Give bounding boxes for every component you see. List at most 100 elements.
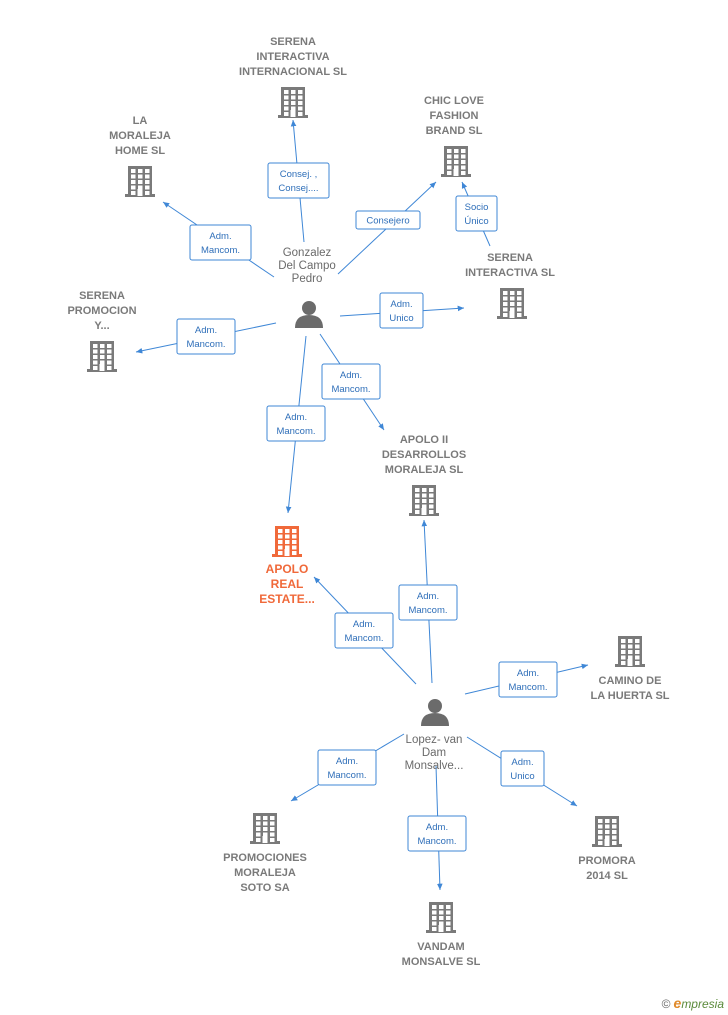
node-label: MORALEJA	[234, 867, 296, 879]
building-icon	[250, 813, 280, 844]
edge-label-text: Unico	[510, 771, 534, 782]
edge-label-box[interactable]	[407, 815, 467, 852]
edge-label-text: Adm.	[195, 325, 217, 336]
node-label: Pedro	[292, 273, 323, 285]
edge-g-serena-int: Adm.Unico	[339, 292, 465, 329]
person-icon	[421, 699, 449, 726]
node-label: Monsalve...	[405, 760, 464, 772]
edge-label-text: Consej. ,	[280, 169, 318, 180]
node-lopez[interactable]: Lopez- vanDamMonsalve...	[405, 699, 464, 772]
edge-label-box[interactable]	[189, 224, 252, 261]
edge-label-text: Único	[464, 216, 488, 227]
edge-label-box[interactable]	[500, 750, 545, 787]
node-label: SOTO SA	[240, 882, 289, 894]
edge-label-text: Adm.	[390, 299, 412, 310]
edge-label-text: Mancom.	[417, 836, 456, 847]
edge-label-box[interactable]	[498, 661, 558, 698]
edge-label-text: Consej....	[278, 183, 318, 194]
node-label: SERENA	[487, 252, 533, 264]
node-label: APOLO	[266, 562, 309, 576]
edge-l-apolo-real: Adm. Mancom.	[313, 576, 417, 685]
empresia-logo-initial: e	[673, 995, 682, 1011]
edge-label-box[interactable]	[321, 363, 381, 400]
node-label: INTERACTIVA SL	[465, 267, 555, 279]
building-icon	[497, 288, 527, 319]
empresia-logo-text: mpresia	[681, 997, 724, 1011]
edge-label-text: Socio	[465, 202, 489, 213]
node-label: BRAND SL	[426, 125, 483, 137]
edge-label-box[interactable]	[355, 210, 421, 230]
node-label: 2014 SL	[586, 870, 628, 882]
edge-label-text: Adm.	[517, 668, 539, 679]
edge-label-box[interactable]	[455, 195, 498, 232]
empresia-watermark: ©empresia	[662, 995, 724, 1011]
edge-g-apolo-ii: Adm.Mancom.	[319, 333, 385, 431]
edge-l-apolo-ii: Adm.Mancom.	[398, 519, 458, 684]
edge-label-text: Consejero	[366, 216, 409, 227]
edge-label-text: Mancom.	[344, 633, 383, 644]
building-icon	[441, 146, 471, 177]
edge-label-text: Adm.	[285, 412, 307, 423]
edge-label-box[interactable]	[266, 405, 326, 442]
edge-g-chic-love: Consejero	[337, 181, 437, 275]
node-label: SERENA	[270, 36, 316, 48]
node-label: MONSALVE SL	[402, 956, 481, 968]
node-label: APOLO II	[400, 434, 448, 446]
building-icon	[409, 485, 439, 516]
node-label: INTERACTIVA	[256, 51, 329, 63]
node-camino[interactable]: CAMINO DE LA HUERTA SL	[590, 636, 670, 702]
edge-label-text: Mancom.	[186, 339, 225, 350]
node-serena-promo[interactable]: SERENAPROMOCIONY...	[67, 290, 137, 372]
edge-label-text: Adm.	[353, 619, 375, 630]
node-promora[interactable]: PROMORA 2014 SL	[578, 816, 636, 882]
edge-l-camino: Adm. Mancom.	[464, 661, 589, 698]
node-label: PROMORA	[578, 855, 636, 867]
edge-label-box[interactable]	[267, 162, 330, 199]
node-label: DESARROLLOS	[382, 449, 466, 461]
building-icon	[592, 816, 622, 847]
node-label: Lopez- van	[406, 734, 463, 746]
building-icon	[87, 341, 117, 372]
person-icon	[295, 301, 323, 328]
node-label: REAL	[271, 577, 304, 591]
building-icon	[278, 87, 308, 118]
edge-g-apolo-real: Adm. Mancom.	[266, 335, 326, 514]
edge-label-box[interactable]	[317, 749, 377, 786]
node-label: Del Campo	[278, 260, 336, 272]
edge-label-box[interactable]	[398, 584, 458, 621]
edge-label-text: Adm.	[340, 370, 362, 381]
copyright-symbol: ©	[661, 997, 671, 1011]
edge-label-box[interactable]	[379, 292, 424, 329]
node-label: CAMINO DE	[599, 675, 662, 687]
edge-l-promora: Adm. Unico	[466, 736, 578, 807]
node-apolo-real[interactable]: APOLOREALESTATE...	[259, 526, 315, 606]
edge-label-text: Mancom.	[508, 682, 547, 693]
node-label: HOME SL	[115, 145, 165, 157]
building-icon	[615, 636, 645, 667]
edge-label-text: Adm.	[209, 231, 231, 242]
node-label: CHIC LOVE	[424, 95, 484, 107]
edge-g-la-moraleja: Adm.Mancom.	[162, 201, 275, 278]
edge-g-serena-promo: Adm. Mancom.	[135, 318, 277, 355]
edge-label-text: Adm.	[417, 591, 439, 602]
building-icon	[426, 902, 456, 933]
edge-label-box[interactable]	[176, 318, 236, 355]
node-label: Y...	[94, 320, 109, 332]
edge-label-text: Mancom.	[276, 426, 315, 437]
node-label: LA HUERTA SL	[590, 690, 669, 702]
edge-l-vandam: Adm.Mancom.	[407, 765, 467, 891]
edge-label-box[interactable]	[334, 612, 394, 649]
edge-label-text: Adm.	[336, 756, 358, 767]
node-serena-int[interactable]: SERENA INTERACTIVA SL	[465, 252, 555, 319]
node-label: Gonzalez	[283, 247, 332, 259]
edge-label-text: Adm.	[511, 757, 533, 768]
